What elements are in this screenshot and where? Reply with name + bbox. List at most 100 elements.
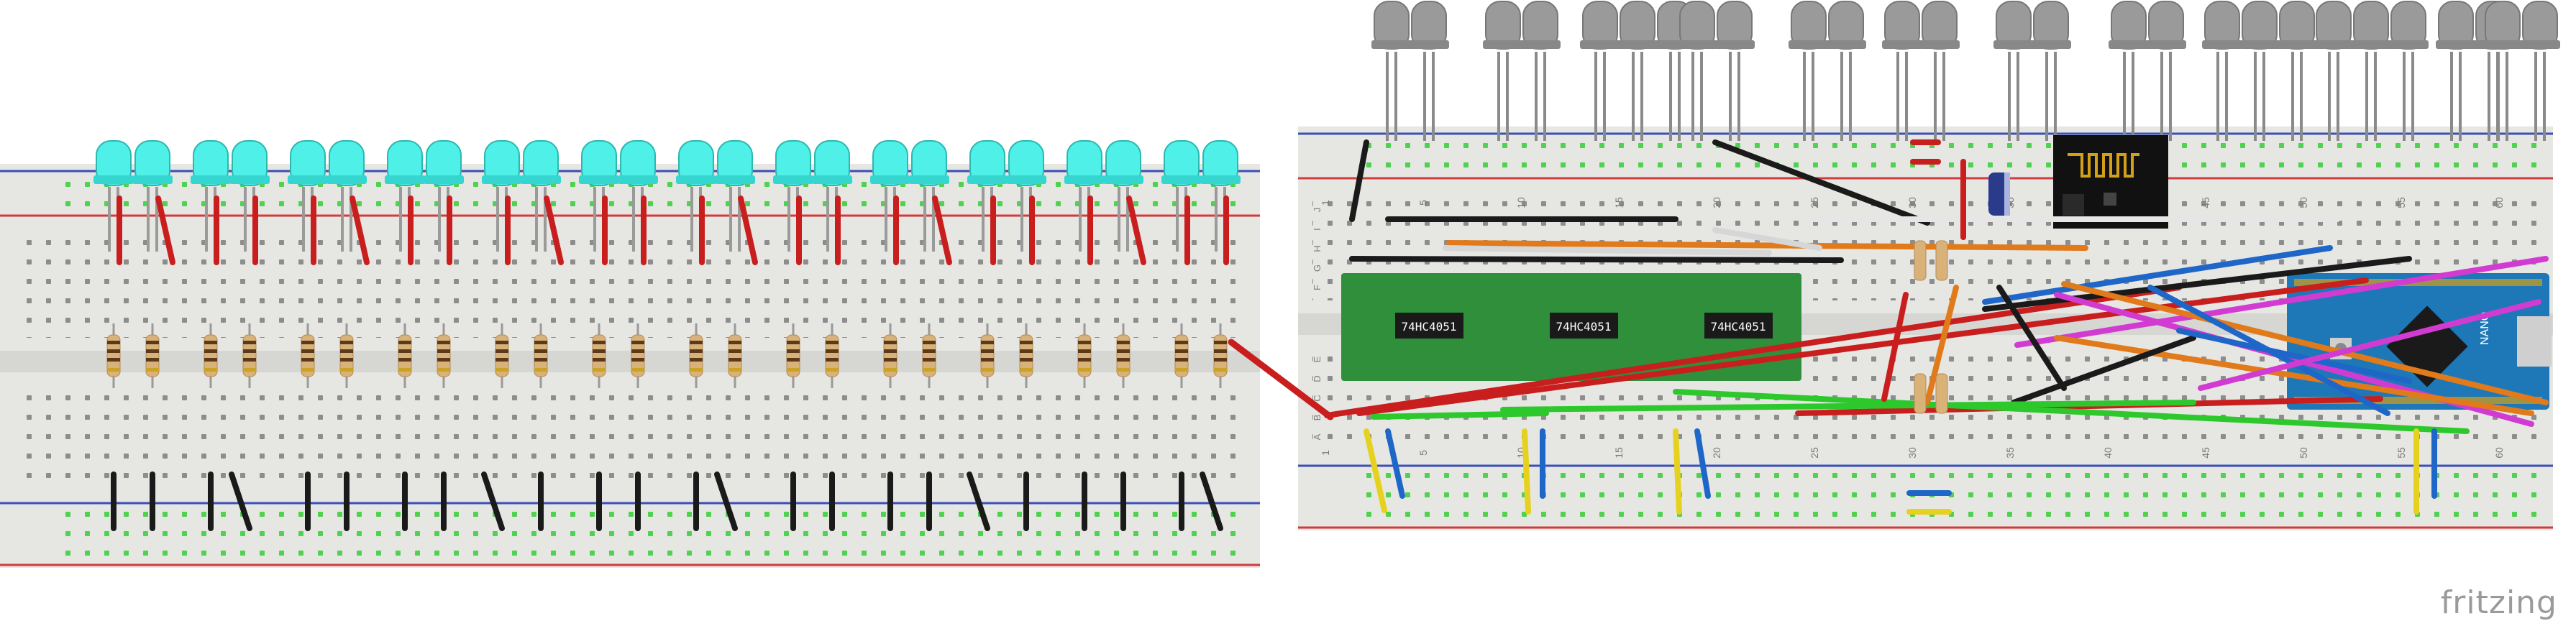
ground-jumper <box>229 472 252 531</box>
arduino-label: NANO <box>2479 312 2491 345</box>
row-letter: F <box>1312 285 1323 290</box>
row-letter: B <box>1312 415 1323 421</box>
resistor <box>534 323 548 388</box>
resistor <box>339 323 354 388</box>
row-letter: J <box>1312 208 1323 213</box>
jumper-wire <box>2054 335 2534 416</box>
column-number-bottom: 25 <box>1809 447 1820 459</box>
column-number-top: 30 <box>1906 197 1918 208</box>
jumper-wire <box>1982 245 2333 305</box>
column-number-bottom: 60 <box>2493 447 2505 459</box>
grey-led <box>1483 1 1523 141</box>
ic-label-1: 74HC4051 <box>1401 320 1456 334</box>
jumper-wire <box>1443 245 1772 256</box>
ic-module-2: 74HC4051 <box>1550 313 1618 339</box>
resistor <box>980 323 995 388</box>
resistor <box>1077 323 1092 388</box>
column-number-bottom: 50 <box>2298 447 2309 459</box>
jumper-wire <box>1500 400 2196 413</box>
cyan-led <box>676 140 716 252</box>
column-number-top: 60 <box>2493 197 2505 208</box>
jumper-wire <box>1996 285 2067 391</box>
grey-led <box>1617 1 1658 141</box>
grey-led <box>2520 1 2560 141</box>
column-number-bottom: 35 <box>2004 447 2016 459</box>
column-number-top: 1 <box>1320 200 1331 206</box>
resistor <box>922 323 936 388</box>
column-number-top: 10 <box>1515 197 1527 208</box>
grey-led <box>2388 1 2429 141</box>
jumper-wire <box>1712 139 1930 226</box>
cyan-led <box>967 140 1008 252</box>
red-wire <box>738 196 758 265</box>
ic-module-3: 74HC4051 <box>1704 313 1773 339</box>
resistor <box>883 323 898 388</box>
grey-led <box>2109 1 2149 141</box>
row-letter: I <box>1312 228 1323 231</box>
row-letter: C <box>1312 395 1323 401</box>
power-jumper <box>1522 428 1531 515</box>
cyan-led <box>773 140 813 252</box>
column-number-bottom: 20 <box>1711 447 1722 459</box>
cyan-led <box>521 140 561 252</box>
bridge-wire <box>1228 339 1334 420</box>
cyan-led <box>715 140 755 252</box>
ic-module-1: 74HC4051 <box>1395 313 1463 339</box>
resistor <box>786 323 800 388</box>
grey-led <box>1882 1 1922 141</box>
grey-led <box>1993 1 2034 141</box>
row-letter: G <box>1312 264 1323 272</box>
resistor <box>301 323 315 388</box>
jumper-wire <box>1881 292 1909 402</box>
resistor <box>1213 323 1228 388</box>
resistor <box>437 323 451 388</box>
jumper-wire <box>1324 285 2182 418</box>
power-jumper <box>1385 428 1405 499</box>
column-number-bottom: 5 <box>1417 450 1429 456</box>
grey-led <box>1826 1 1866 141</box>
row-letter: H <box>1312 245 1323 252</box>
fritzing-watermark: fritzing <box>2440 584 2557 621</box>
column-number-top: 50 <box>2298 197 2309 208</box>
cyan-led <box>1103 140 1143 252</box>
resistor <box>495 323 509 388</box>
resistor <box>1174 323 1189 388</box>
jumper-wire <box>1982 256 2412 312</box>
power-jumper <box>1673 428 1682 515</box>
column-number-bottom: 40 <box>2102 447 2114 459</box>
resistor <box>145 323 160 388</box>
ground-jumper <box>481 472 505 531</box>
jumper-wire <box>2147 285 2390 416</box>
grey-led <box>1919 1 1960 141</box>
column-number-top: 25 <box>1809 197 1820 208</box>
grey-led <box>2314 1 2354 141</box>
resistor <box>728 323 742 388</box>
resistor <box>106 323 121 388</box>
jumper-wire <box>1356 277 2369 416</box>
jumper-wire <box>2176 328 2412 384</box>
jumper-wire <box>1924 285 1959 405</box>
cyan-led <box>288 140 328 252</box>
grey-led <box>1714 1 1755 141</box>
resistor <box>1116 323 1131 388</box>
ic-module-group: 74HC4051 74HC4051 74HC4051 <box>1341 273 1801 381</box>
resistor <box>631 323 645 388</box>
resistor <box>398 323 412 388</box>
power-jumper <box>1694 428 1711 499</box>
jumper-wire <box>1673 389 2470 434</box>
usb-connector <box>2517 316 2552 367</box>
left-breadboard <box>0 164 1260 568</box>
column-number-bottom: 55 <box>2395 447 2407 459</box>
red-wire <box>155 196 175 265</box>
left-board-components <box>93 140 1241 531</box>
grey-led <box>2202 1 2242 141</box>
column-number-bottom: 45 <box>2200 447 2211 459</box>
column-number-bottom: 30 <box>1906 447 1918 459</box>
row-letter: E <box>1312 356 1323 362</box>
ic-label-3: 74HC4051 <box>1710 320 1766 334</box>
rf-chip <box>2063 194 2084 216</box>
column-number-top: 20 <box>1711 197 1722 208</box>
grey-led <box>1580 1 1620 141</box>
capacitor <box>1988 172 2010 216</box>
red-wire <box>1126 196 1146 265</box>
